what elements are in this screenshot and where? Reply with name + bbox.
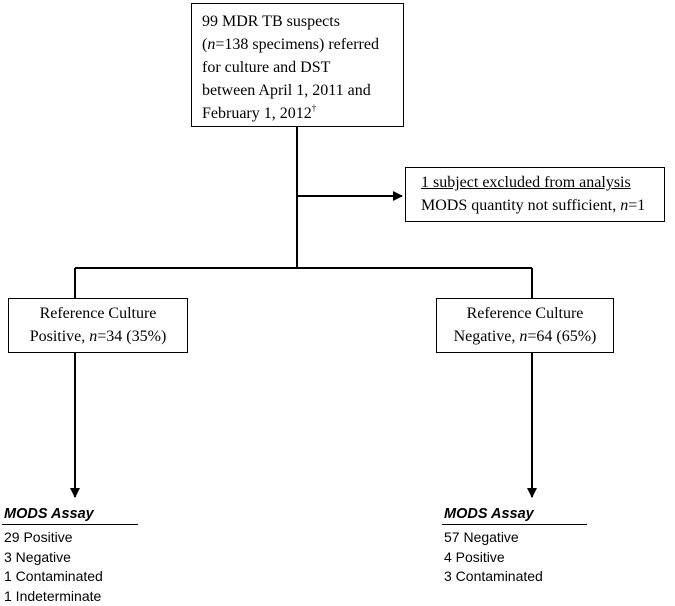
enrollment-line-4: between April 1, 2011 and [202, 79, 393, 102]
left-assay-item: 3 Negative [2, 548, 138, 568]
exclusion-heading: 1 subject excluded from analysis [421, 171, 654, 194]
exclusion-box: 1 subject excluded from analysis MODS qu… [405, 167, 665, 222]
dagger-footnote-mark: † [312, 103, 317, 113]
right-mods-assay: MODS Assay 57 Negative 4 Positive 3 Cont… [442, 505, 587, 587]
exclusion-detail: MODS quantity not sufficient, n=1 [421, 194, 654, 217]
culture-positive-line-1: Reference Culture [13, 302, 183, 325]
enrollment-box: 99 MDR TB suspects (n=138 specimens) ref… [191, 3, 404, 127]
culture-negative-line-2: Negative, n=64 (65%) [441, 325, 609, 348]
culture-positive-box: Reference Culture Positive, n=34 (35%) [8, 298, 188, 353]
enrollment-line-3: for culture and DST [202, 56, 393, 79]
left-assay-title: MODS Assay [2, 505, 138, 525]
enrollment-line-2: (n=138 specimens) referred [202, 33, 393, 56]
right-assay-item: 4 Positive [442, 548, 587, 568]
left-assay-item: 1 Contaminated [2, 567, 138, 587]
right-assay-title: MODS Assay [442, 505, 587, 525]
enrollment-line-5: February 1, 2012† [202, 102, 393, 125]
enrollment-line-1: 99 MDR TB suspects [202, 10, 393, 33]
left-assay-item: 1 Indeterminate [2, 587, 138, 606]
left-assay-item: 29 Positive [2, 528, 138, 548]
culture-negative-line-1: Reference Culture [441, 302, 609, 325]
left-mods-assay: MODS Assay 29 Positive 3 Negative 1 Cont… [2, 505, 138, 606]
culture-positive-line-2: Positive, n=34 (35%) [13, 325, 183, 348]
right-assay-item: 57 Negative [442, 528, 587, 548]
culture-negative-box: Reference Culture Negative, n=64 (65%) [436, 298, 614, 353]
right-assay-item: 3 Contaminated [442, 567, 587, 587]
